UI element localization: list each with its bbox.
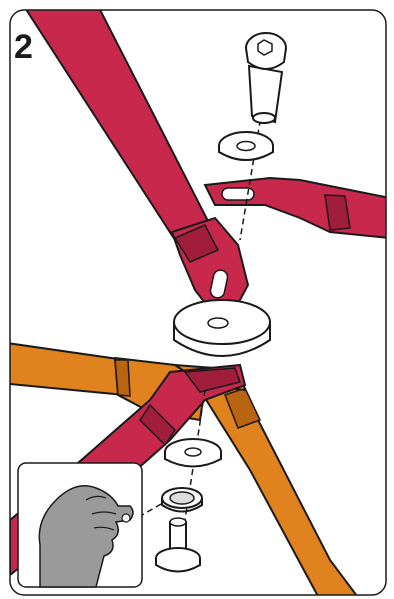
spacer-icon <box>174 300 270 356</box>
washer-icon <box>165 439 221 467</box>
hand-inset <box>18 463 142 587</box>
crimson-right-tube <box>205 178 390 238</box>
crimson-upper-tube <box>20 0 248 315</box>
bolt-icon <box>156 518 200 572</box>
step-number: 2 <box>14 30 33 64</box>
bolt-icon <box>246 33 286 123</box>
washer-icon <box>162 488 202 512</box>
washer-icon <box>219 132 273 160</box>
